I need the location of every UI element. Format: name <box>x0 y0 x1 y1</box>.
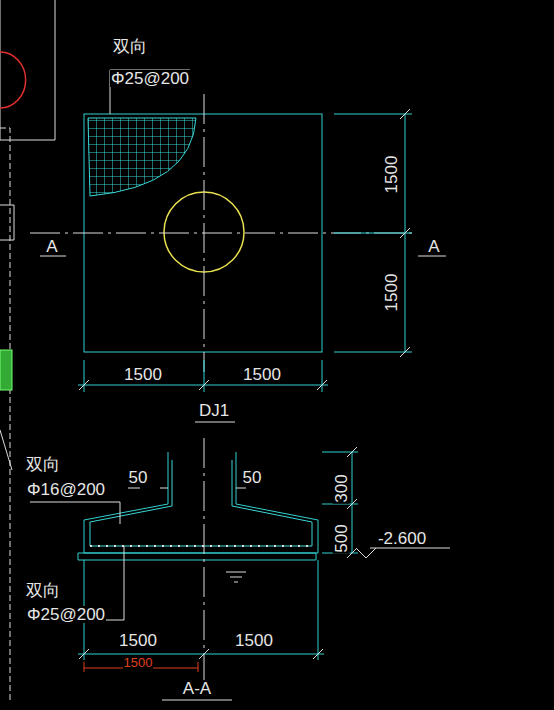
dimension-text: 500 <box>333 523 350 553</box>
elevation-text: -2.600 <box>377 530 427 547</box>
dimension-text: 1500 <box>123 366 163 383</box>
rebar-note: 双向 <box>25 582 61 599</box>
dimension-text: 50 <box>128 469 149 486</box>
rebar-note: 双向 <box>112 38 148 55</box>
section-mark: A <box>45 238 58 255</box>
rebar-spec: Φ25@200 <box>26 606 106 623</box>
dimension-text: 1500 <box>123 656 154 669</box>
rebar-spec: Φ16@200 <box>26 481 106 498</box>
section-mark: A <box>427 238 440 255</box>
dimension-text: 1500 <box>242 366 282 383</box>
rebar-spec: Φ25@200 <box>110 70 190 87</box>
rebar-note: 双向 <box>25 456 61 473</box>
dimension-text: 50 <box>242 469 263 486</box>
section-title: A-A <box>182 680 212 697</box>
dimension-text: 1500 <box>234 632 274 649</box>
footing-id: DJ1 <box>198 402 230 419</box>
dimension-text: 1500 <box>383 272 400 312</box>
dimension-text: 1500 <box>118 632 158 649</box>
dimension-text: 300 <box>333 473 350 503</box>
dimension-text: 1500 <box>383 154 400 194</box>
